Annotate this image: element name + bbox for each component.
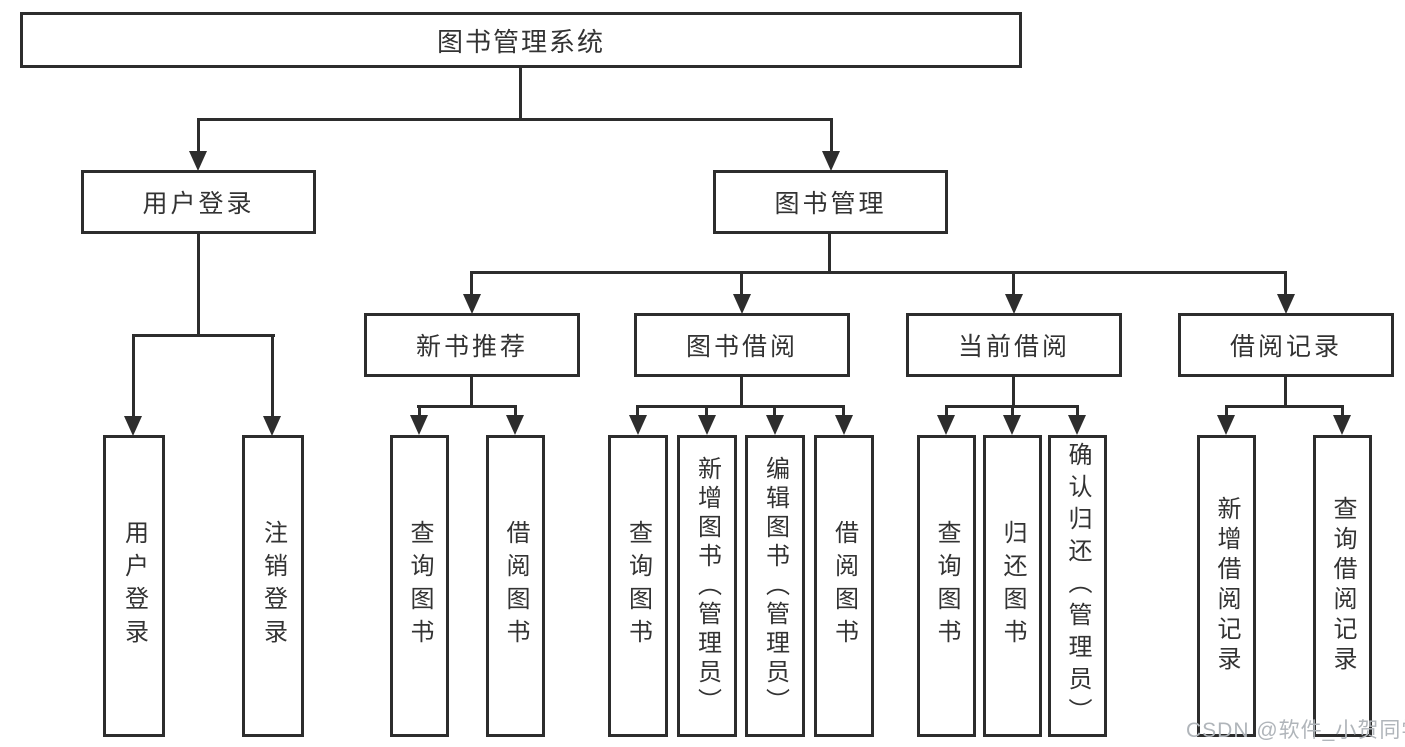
edge-borrowing-records-bus [1225, 405, 1344, 408]
edge-to-leaf-user-login [132, 334, 135, 419]
arrowhead-down-icon [1003, 415, 1021, 435]
node-label: 当前借阅 [957, 333, 1070, 361]
arrowhead-down-icon [1217, 415, 1235, 435]
edge-current-borrowing-stem [1012, 377, 1015, 408]
edge-user-login-stem [197, 234, 200, 337]
arrowhead-down-icon [733, 294, 751, 314]
edge-to-leaf [514, 405, 517, 419]
node-label: 图书管理 [774, 190, 887, 218]
node-label: 新增借阅记录 [1213, 496, 1240, 676]
leaf-return-books: 归还图书 [983, 435, 1042, 737]
node-label: 查询图书 [624, 520, 652, 652]
node-label: 用户登录 [142, 190, 255, 218]
arrowhead-down-icon [1333, 415, 1351, 435]
leaf-borrow-books-recommend: 借阅图书 [486, 435, 545, 737]
leaf-edit-book-admin: 编辑图书（管理员） [745, 435, 805, 737]
arrowhead-down-icon [822, 151, 840, 171]
edge-to-new-book-recommendation [470, 271, 473, 297]
leaf-add-borrow-record: 新增借阅记录 [1197, 435, 1256, 737]
node-label: 借阅图书 [830, 520, 858, 652]
arrowhead-down-icon [506, 415, 524, 435]
leaf-borrow-books-borrowing: 借阅图书 [814, 435, 874, 737]
node-label: 注销登录 [259, 520, 287, 652]
node-label: 新书推荐 [415, 333, 528, 361]
arrowhead-down-icon [629, 415, 647, 435]
edge-borrowing-records-stem [1284, 377, 1287, 408]
edge-to-leaf-logout [271, 334, 274, 419]
node-borrowing-records: 借阅记录 [1178, 313, 1394, 377]
leaf-confirm-return-admin: 确认归还（管理员） [1048, 435, 1107, 737]
node-label: 查询借阅记录 [1329, 496, 1356, 676]
node-label: 归还图书 [999, 520, 1026, 652]
arrowhead-down-icon [1068, 415, 1086, 435]
edge-to-leaf [636, 405, 639, 419]
leaf-add-book-admin: 新增图书（管理员） [677, 435, 737, 737]
node-label: 查询图书 [406, 520, 433, 652]
node-label: 借阅图书 [502, 520, 529, 652]
arrowhead-down-icon [410, 415, 428, 435]
leaf-query-books-borrowing: 查询图书 [608, 435, 668, 737]
edge-new-book-stem [470, 377, 473, 408]
node-new-book-recommendation: 新书推荐 [364, 313, 580, 377]
edge-root-to-book-management [830, 118, 833, 152]
node-label: 编辑图书（管理员） [761, 455, 789, 717]
edge-to-leaf [945, 405, 948, 419]
arrowhead-down-icon [698, 415, 716, 435]
arrowhead-down-icon [937, 415, 955, 435]
node-label: 用户登录 [120, 520, 148, 652]
node-current-borrowing: 当前借阅 [906, 313, 1122, 377]
watermark-csdn: CSDN @软件_小贺同学 [1186, 719, 1405, 742]
arrowhead-down-icon [263, 416, 281, 436]
edge-new-book-bus [417, 405, 517, 408]
edge-root-to-user-login [197, 118, 200, 152]
node-label: 新增图书（管理员） [693, 455, 721, 717]
leaf-logout: 注销登录 [242, 435, 304, 737]
edge-book-borrowing-bus [637, 405, 845, 408]
leaf-query-books-recommend: 查询图书 [390, 435, 449, 737]
arrowhead-down-icon [835, 415, 853, 435]
node-label: 借阅记录 [1229, 333, 1342, 361]
arrowhead-down-icon [463, 294, 481, 314]
leaf-user-login: 用户登录 [103, 435, 165, 737]
edge-to-borrowing-records [1284, 271, 1287, 297]
leaf-query-books-current: 查询图书 [917, 435, 976, 737]
edge-to-leaf [705, 405, 708, 419]
edge-to-current-borrowing [1012, 271, 1015, 297]
node-book-management: 图书管理 [713, 170, 948, 234]
arrowhead-down-icon [766, 415, 784, 435]
arrowhead-down-icon [124, 416, 142, 436]
edge-root-bus [197, 118, 833, 121]
edge-to-leaf [418, 405, 421, 419]
node-book-borrowing: 图书借阅 [634, 313, 850, 377]
edge-to-leaf [773, 405, 776, 419]
node-library-management-system: 图书管理系统 [20, 12, 1022, 68]
arrowhead-down-icon [1005, 294, 1023, 314]
arrowhead-down-icon [189, 151, 207, 171]
edge-to-book-borrowing [740, 271, 743, 297]
edge-book-management-stem [828, 234, 831, 274]
edge-to-leaf [1341, 405, 1344, 419]
arrowhead-down-icon [1277, 294, 1295, 314]
node-label: 图书管理系统 [436, 26, 605, 57]
edge-to-leaf [1011, 405, 1014, 419]
edge-to-leaf [842, 405, 845, 419]
node-label: 图书借阅 [685, 333, 798, 361]
edge-book-borrowing-stem [740, 377, 743, 408]
edge-root-stem [519, 68, 522, 119]
leaf-query-borrow-record: 查询借阅记录 [1313, 435, 1372, 737]
node-user-login: 用户登录 [81, 170, 316, 234]
node-label: 查询图书 [933, 520, 960, 652]
node-label: 确认归还（管理员） [1064, 442, 1091, 730]
edge-to-leaf [1076, 405, 1079, 419]
edge-to-leaf [1225, 405, 1228, 419]
edge-book-management-bus [470, 271, 1287, 274]
edge-user-login-bus [133, 334, 275, 337]
